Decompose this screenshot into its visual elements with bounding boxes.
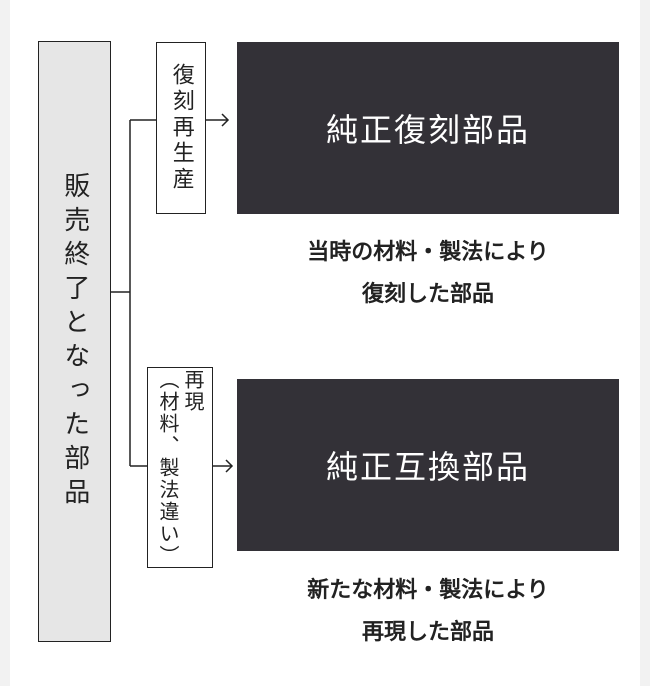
process-box-recreation: 再現（材料、製法違い） (147, 367, 213, 568)
process-label-recreation: 再現（材料、製法違い） (155, 369, 205, 567)
source-box: 販売終了となった部品 (38, 41, 111, 642)
caption-line: 復刻した部品 (361, 282, 494, 307)
caption-genuine-reproduction: 当時の材料・製法により 復刻した部品 (237, 232, 619, 316)
arrow-lower-head (225, 459, 234, 473)
connector-lines (111, 113, 234, 473)
caption-line: 当時の材料・製法により (307, 240, 549, 265)
source-label: 販売終了となった部品 (59, 171, 90, 512)
process-box-reproduction: 復刻再生産 (156, 42, 206, 214)
process-label-recreation-note: （材料、製法違い） (156, 368, 180, 567)
product-box-genuine-reproduction: 純正復刻部品 (237, 42, 619, 214)
caption-line: 新たな材料・製法により (307, 578, 549, 603)
arrow-upper-head (221, 113, 230, 127)
product-label-genuine-reproduction: 純正復刻部品 (325, 111, 530, 149)
process-label-recreation-main: 再現 (181, 368, 205, 413)
product-box-genuine-compatible: 純正互換部品 (237, 379, 619, 551)
diagram-canvas: 販売終了となった部品 復刻再生産 再現（材料、製法違い） 純正復刻部品 当時の材… (10, 0, 640, 686)
caption-line: 再現した部品 (361, 620, 494, 645)
caption-genuine-compatible: 新たな材料・製法により 再現した部品 (237, 570, 619, 654)
product-label-genuine-compatible: 純正互換部品 (325, 448, 530, 486)
process-label-reproduction: 復刻再生産 (168, 63, 194, 193)
